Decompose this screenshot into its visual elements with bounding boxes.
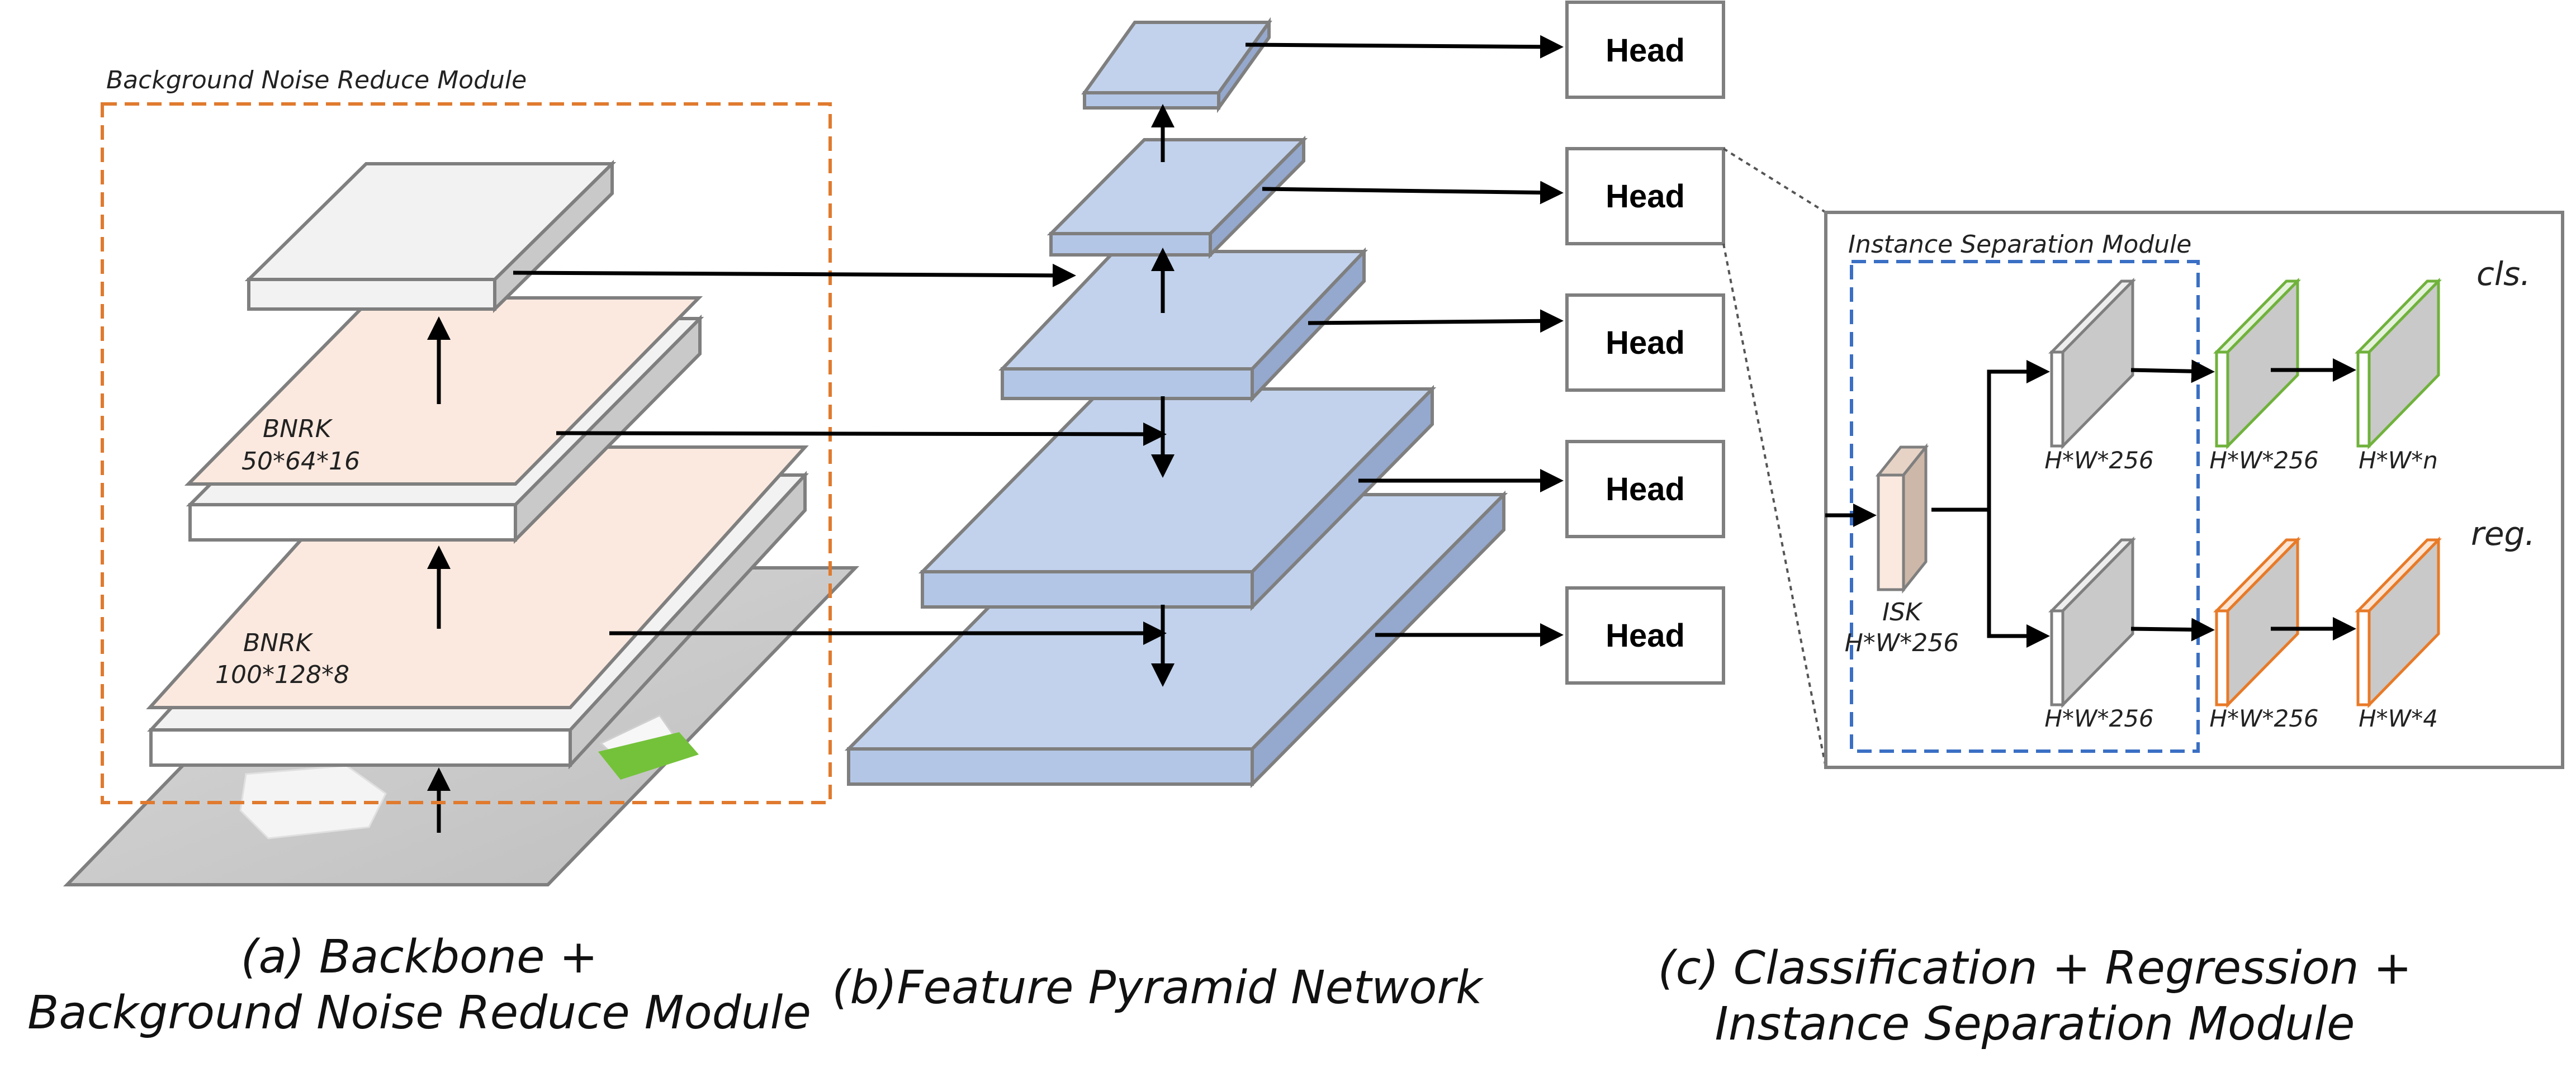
backbone: BNRK 50*64*16 BNRK 100*128*8 xyxy=(63,159,860,886)
caption-a-line1: (a) Backbone + xyxy=(241,931,598,984)
reg-conv-1 xyxy=(2048,536,2136,709)
bnr-module-border xyxy=(101,102,832,804)
cls-label: cls. xyxy=(2476,255,2531,293)
zoom-line-bottom xyxy=(1722,243,1827,768)
bnrk-upper-plate xyxy=(184,296,703,486)
head-arrow-2 xyxy=(1262,181,1564,205)
zoom-line-top xyxy=(1722,148,1827,213)
fpn-level-2 xyxy=(1046,135,1308,259)
cls-dims-2: H*W*256 xyxy=(2209,447,2318,474)
ism-module-border xyxy=(1850,260,2200,753)
reg-conv-2 xyxy=(2213,536,2301,709)
reg-arrow-1 xyxy=(2130,618,2215,642)
branch-line xyxy=(1931,360,2050,512)
head-label: Head xyxy=(1606,325,1685,361)
fpn-level-4 xyxy=(918,385,1437,611)
isk-dims: H*W*256 xyxy=(1845,629,1959,657)
caption-c-line2: Instance Separation Module xyxy=(1715,998,2355,1051)
bnrk-lower-dims: 100*128*8 xyxy=(215,661,349,689)
head-arrow-3 xyxy=(1308,309,1564,333)
reg-label: reg. xyxy=(2471,515,2535,553)
head-detail-panel xyxy=(1824,211,2564,769)
ism-module-title: Instance Separation Module xyxy=(1848,230,2191,259)
cls-conv-2 xyxy=(2213,277,2301,450)
lateral-arrow-2 xyxy=(556,422,1167,446)
fpn-level-5 xyxy=(844,490,1508,789)
lateral-arrow-1 xyxy=(513,263,1076,287)
head-box-4: Head xyxy=(1565,440,1725,538)
backbone-stage-3 xyxy=(244,159,617,314)
fpn-level-3 xyxy=(998,247,1368,403)
branch-line xyxy=(1987,510,2050,648)
isk-name: ISK xyxy=(1882,598,1923,627)
heads: Head Head Head Head Head xyxy=(1245,1,1725,685)
cls-output xyxy=(2355,277,2442,450)
fpn-level-1 xyxy=(1081,17,1272,113)
caption-a-line2: Background Noise Reduce Module xyxy=(27,986,811,1040)
reg-dims-3: H*W*4 xyxy=(2359,705,2438,732)
head-box-5: Head xyxy=(1565,586,1725,685)
reg-output xyxy=(2355,536,2442,709)
caption-c-line1: (c) Classification + Regression + xyxy=(1658,942,2412,995)
cls-arrow-1 xyxy=(2130,359,2215,383)
bnr-module-title: Background Noise Reduce Module xyxy=(106,66,527,94)
head-box-1: Head xyxy=(1565,1,1725,99)
bnrk-upper-name: BNRK xyxy=(263,415,333,443)
cls-dims-1: H*W*256 xyxy=(2044,447,2153,474)
bnrk-upper-dims: 50*64*16 xyxy=(242,447,360,476)
head-label: Head xyxy=(1606,32,1685,69)
fpn xyxy=(844,17,1508,789)
head-box-3: Head xyxy=(1565,293,1725,392)
head-label: Head xyxy=(1606,178,1685,215)
cls-dims-3: H*W*n xyxy=(2359,447,2438,474)
isk-block xyxy=(1875,443,1929,594)
head-label: Head xyxy=(1606,471,1685,507)
cls-conv-1 xyxy=(2048,277,2136,450)
reg-dims-2: H*W*256 xyxy=(2209,705,2318,732)
reg-dims-1: H*W*256 xyxy=(2044,705,2153,732)
head-box-2: Head xyxy=(1565,147,1725,245)
caption-b: (b)Feature Pyramid Network xyxy=(832,961,1484,1014)
bnrk-lower-name: BNRK xyxy=(243,629,314,657)
head-label: Head xyxy=(1606,618,1685,654)
head-arrow-1 xyxy=(1245,35,1564,59)
